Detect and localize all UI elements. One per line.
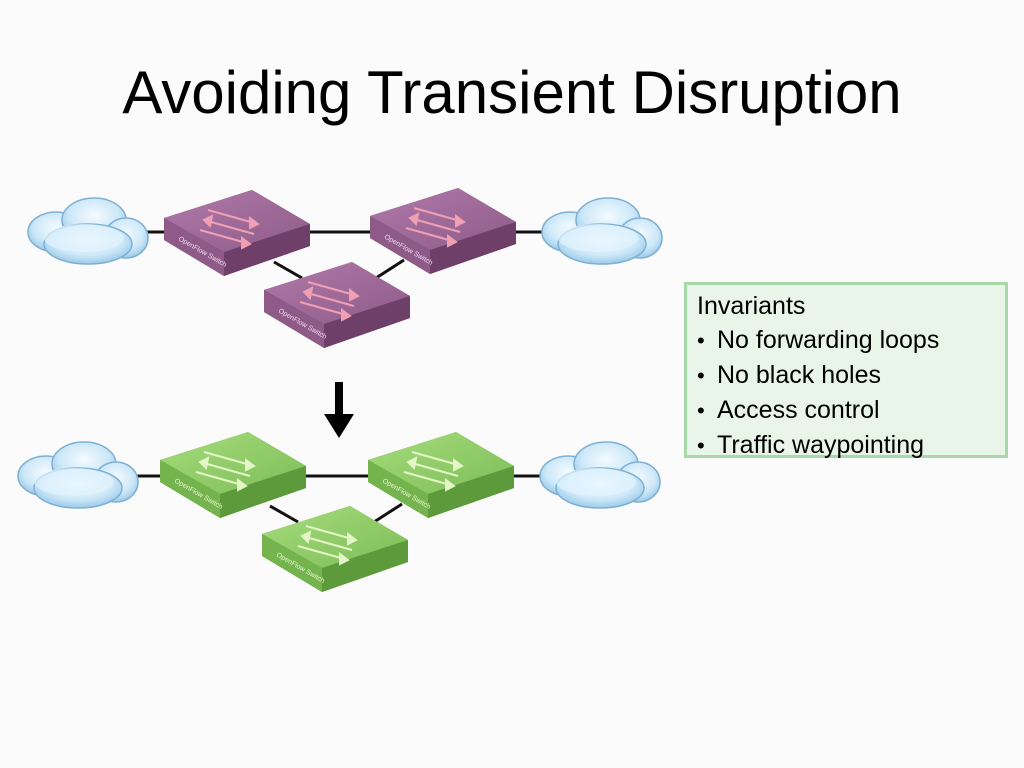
invariant-text: No forwarding loops (717, 326, 940, 354)
switch-icon (159, 431, 307, 519)
bullet-icon (697, 323, 717, 358)
arrow-down-icon (324, 382, 354, 438)
list-item: Access control (697, 393, 995, 428)
invariants-heading: Invariants (697, 292, 806, 320)
switch-icon (367, 431, 515, 519)
invariants-list: No forwarding loops No black holes Acces… (697, 323, 995, 463)
cloud-icon (17, 441, 139, 509)
switch-icon (261, 505, 409, 593)
list-item: Traffic waypointing (697, 428, 995, 463)
cloud-icon (27, 197, 149, 265)
bullet-icon (697, 393, 717, 428)
cloud-icon (539, 441, 661, 509)
switch-icon (263, 261, 411, 349)
new-links (134, 474, 542, 524)
invariants-box: Invariants No forwarding loops No black … (684, 282, 1008, 459)
bullet-icon (697, 358, 717, 393)
switch-icon (163, 189, 311, 277)
new-network: OpenFlow Switch OpenFlow Switch OpenFlow… (17, 431, 661, 593)
switch-icon (369, 187, 517, 275)
invariant-text: Traffic waypointing (717, 431, 925, 459)
list-item: No black holes (697, 358, 995, 393)
list-item: No forwarding loops (697, 323, 995, 358)
bullet-icon (697, 428, 717, 463)
old-network: OpenFlow Switch OpenFlow Switch OpenFlow… (27, 187, 663, 349)
invariant-text: Access control (717, 396, 880, 424)
slide-title: Avoiding Transient Disruption (122, 59, 902, 126)
invariant-text: No black holes (717, 361, 881, 389)
cloud-icon (541, 197, 663, 265)
